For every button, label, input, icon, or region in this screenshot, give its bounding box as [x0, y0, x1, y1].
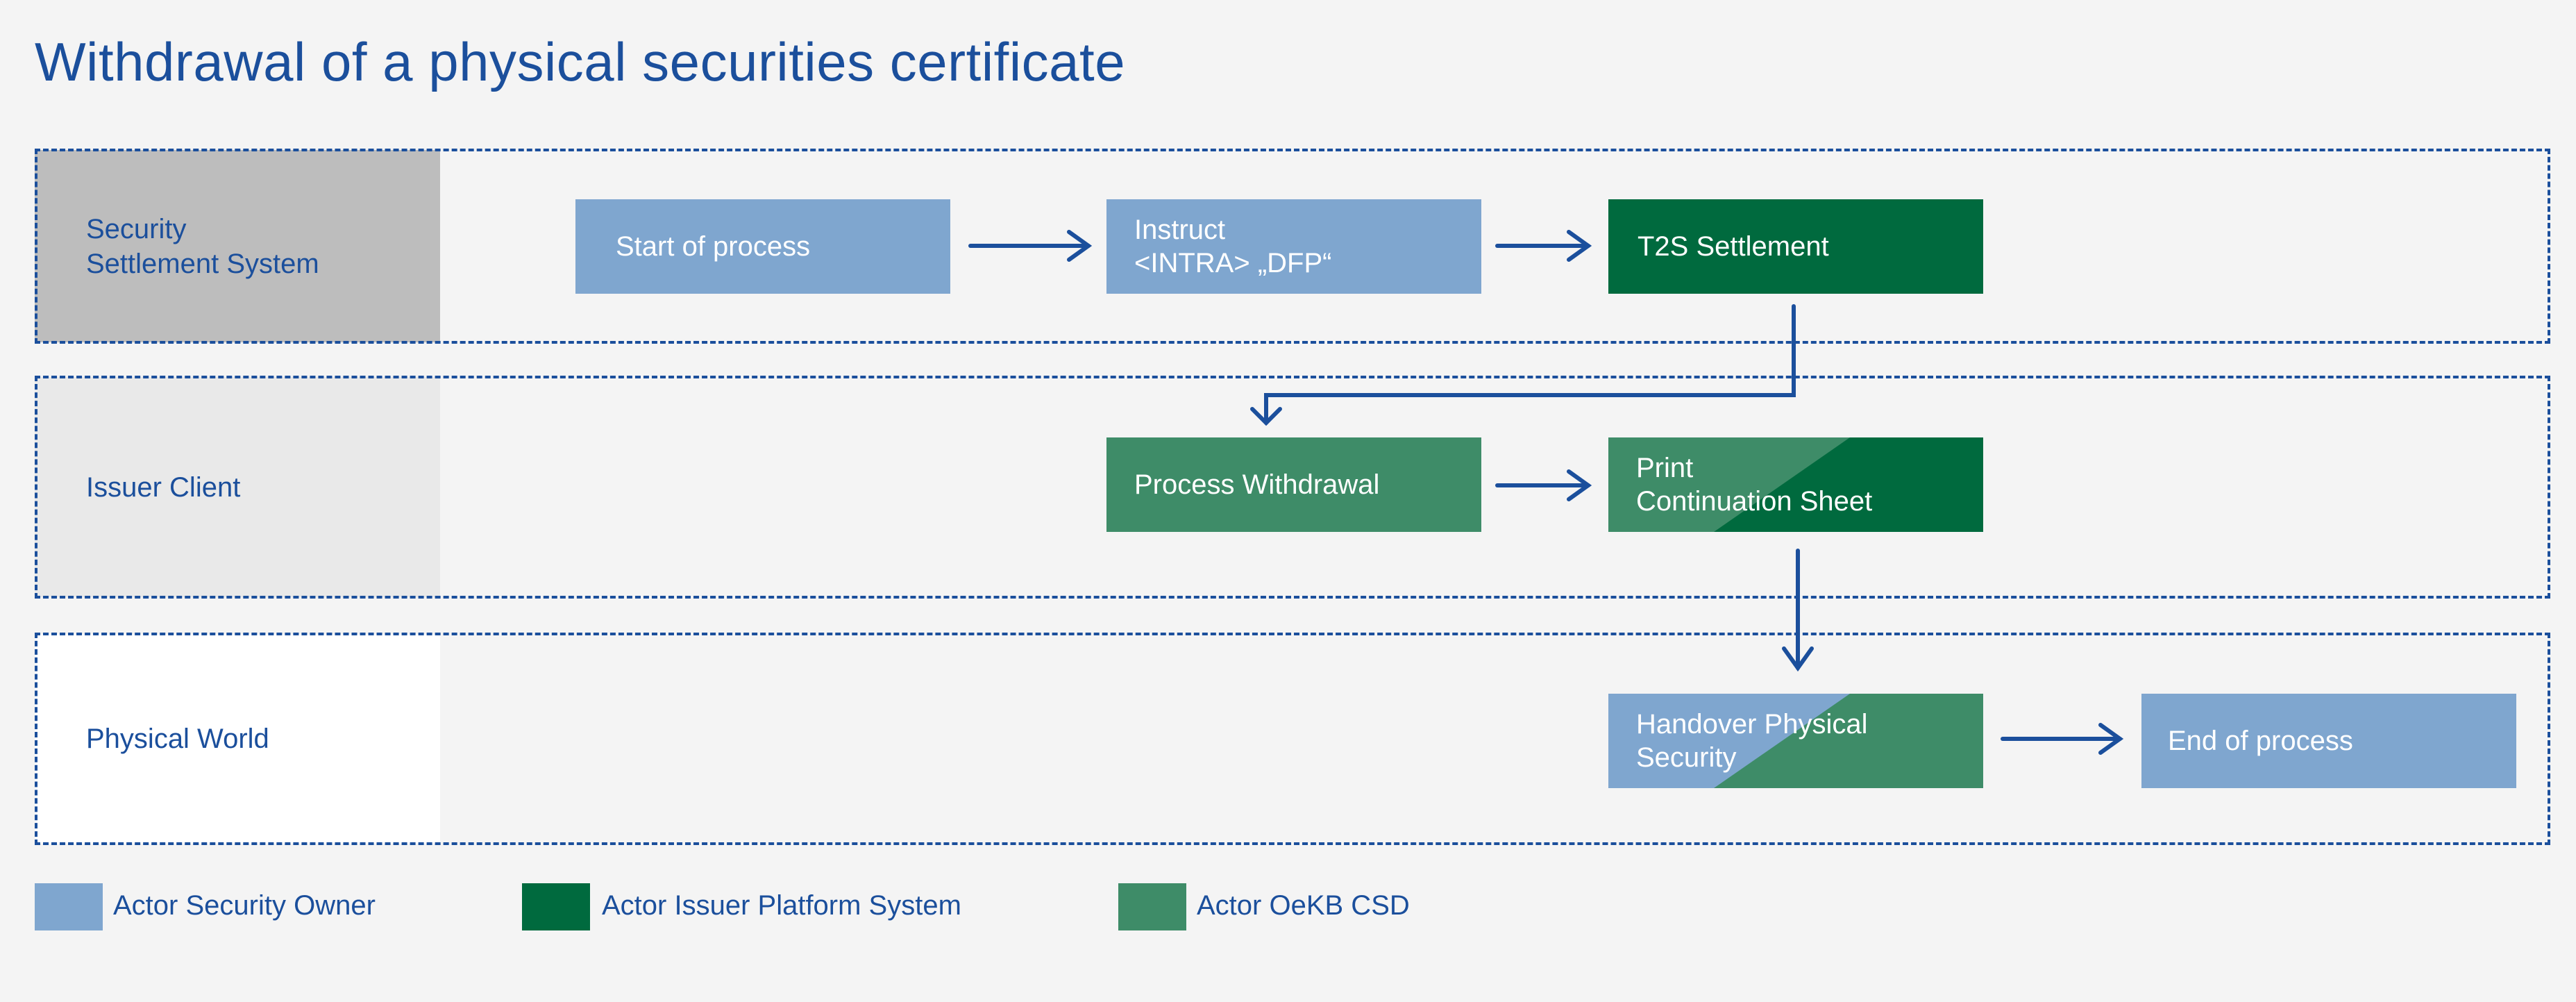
lane-physical-world: [35, 633, 2550, 845]
legend-swatch-issuer-platform: [522, 883, 590, 930]
legend-swatch-security-owner: [35, 883, 103, 930]
legend-label-issuer-platform: Actor Issuer Platform System: [602, 890, 961, 921]
step-handover-physical-security: Handover Physical Security: [1608, 694, 1983, 788]
page-title: Withdrawal of a physical securities cert…: [35, 31, 1126, 92]
step-print-continuation-sheet: Print Continuation Sheet: [1608, 437, 1983, 532]
arrow-process-withdrawal-to-print: [1495, 469, 1592, 501]
lane-header-physical-world: [35, 634, 440, 844]
lane-header-issuer-client: [35, 377, 440, 597]
lane-label-security-settlement-system: Security Settlement System: [86, 213, 319, 279]
split-fill-security-owner: [1608, 694, 1850, 788]
arrow-t2s-to-process-withdrawal: [1250, 304, 1796, 426]
arrow-start-to-instruct: [968, 230, 1093, 262]
step-end-of-process: End of process: [2141, 694, 2516, 788]
lane-label-issuer-client: Issuer Client: [86, 471, 241, 503]
step-instruct-label: Instruct <INTRA> „DFP“: [1134, 215, 1332, 278]
arrow-handover-to-end: [2001, 723, 2124, 755]
lane-header-security-settlement: [35, 150, 440, 342]
step-start-label: Start of process: [616, 231, 811, 262]
step-print-label: Print Continuation Sheet: [1636, 453, 1873, 517]
legend-label-oekb-csd: Actor OeKB CSD: [1197, 890, 1410, 921]
split-fill-oekb: [1608, 437, 1850, 532]
step-start-of-process: Start of process: [575, 199, 950, 294]
step-process-withdrawal: Process Withdrawal: [1106, 437, 1481, 532]
lane-issuer-client: [35, 376, 2550, 599]
arrow-print-to-handover: [1782, 549, 1814, 672]
step-t2s-settlement: T2S Settlement: [1608, 199, 1983, 294]
lane-security-settlement-system: [35, 149, 2550, 344]
legend-label-security-owner: Actor Security Owner: [113, 890, 376, 921]
step-instruct-intra-dfp: Instruct <INTRA> „DFP“: [1106, 199, 1481, 294]
step-end-label: End of process: [2168, 726, 2353, 756]
step-t2s-label: T2S Settlement: [1638, 231, 1829, 262]
step-process-withdrawal-label: Process Withdrawal: [1134, 469, 1380, 500]
legend-swatch-oekb-csd: [1118, 883, 1186, 930]
arrow-instruct-to-t2s: [1495, 230, 1592, 262]
lane-label-physical-world: Physical World: [86, 724, 269, 754]
step-handover-label: Handover Physical Security: [1636, 709, 1868, 773]
